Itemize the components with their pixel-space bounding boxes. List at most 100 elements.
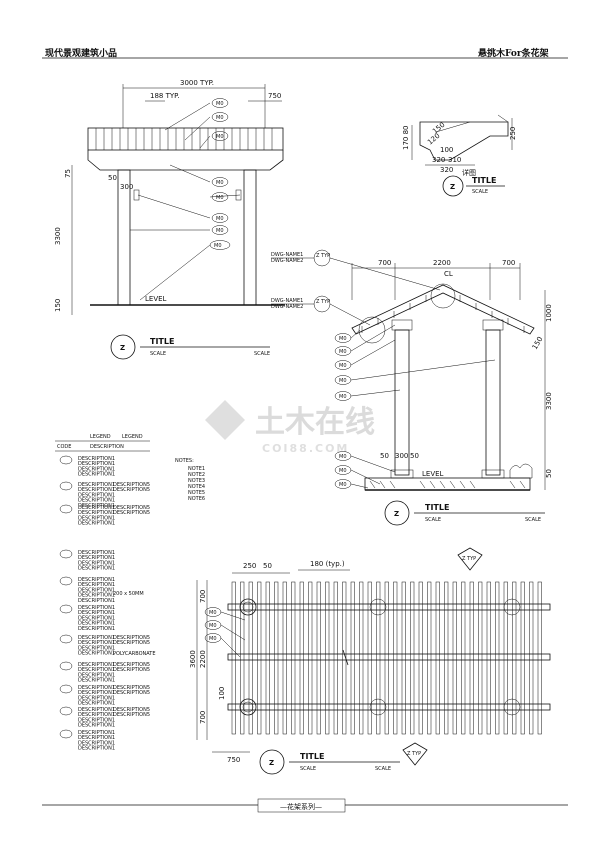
plan-slat [478,581,483,735]
section-dwg-name-3: DWG-NAME1 [271,298,303,304]
plan-slat [265,581,270,735]
plan-slat [240,581,245,735]
legend-row-extra: DESCRIPTION5 [113,482,150,488]
section-ground-hatch [369,480,526,489]
legend-code-icon [59,455,73,465]
section-dim-height: 3300 [545,392,553,410]
detail-title-circle [442,175,464,197]
legend-col-a: LEGEND [90,434,111,440]
section-roof [351,284,535,335]
legend-row-text: DESCRIPTION1 [78,521,115,527]
legend-row-text: DESCRIPTION1 [78,482,115,488]
plan-slat [291,581,296,735]
legend-row-text: DESCRIPTION1 [78,598,115,604]
section-dim-left: 700 [378,259,391,267]
plan-slat [529,581,534,735]
legend-note-2: NOTE2 [188,472,205,478]
legend-row-text: DESCRIPTION1 [78,662,115,668]
legend-code-icon [59,661,73,671]
section-dim-50: 50 [380,452,389,460]
section-dim-base: 50 [545,469,553,478]
legend-row-text: DESCRIPTION1 [78,645,115,651]
plan-slat [503,581,508,735]
section-callouts: M0 M0 M0 M0 M0 M0 M0 M0 [334,324,496,489]
legend-note-5: NOTE5 [188,490,205,496]
legend-code-icon [59,634,73,644]
svg-text:M0: M0 [216,101,224,107]
detail-dim-170-80: 170 80 [402,126,410,151]
elev-dim-top-label: 3000 TYP. [180,79,214,87]
watermark: 土木在线 COI88.COM [205,400,375,455]
legend-row-extra: DESCRIPTION5 [113,505,150,511]
detail-drawing: 170 80 150 250 120 100 320 310 320 详图 Z … [402,114,517,197]
legend-row-text: DESCRIPTION1 [78,678,115,684]
section-title-circle [384,500,410,526]
legend-row-text: DESCRIPTION1 [78,695,115,701]
svg-text:M0: M0 [216,228,224,234]
legend-note-1: NOTE1 [188,466,205,472]
detail-scale: SCALE [472,189,488,195]
plan-dim-2200: 2200 [199,650,207,668]
legend-note-6: NOTE6 [188,496,205,502]
legend-row-text: DESCRIPTION1 [78,651,115,657]
svg-text:M0: M0 [216,134,224,140]
legend-row-extra: DESCRIPTION5 [113,707,150,713]
elev-callouts: M0 M0 M0 M0 M0 M0 M0 M0 [130,98,241,301]
plan-dim-250: 250 [243,562,256,570]
svg-text:M0: M0 [339,378,347,384]
plan-slat [376,581,381,735]
section-shrub [509,463,533,479]
legend-row-text: DESCRIPTION1 [78,701,115,707]
elev-beam [87,150,284,171]
legend-row-text: DESCRIPTION1 [78,560,115,566]
legend-row-text: DESCRIPTION1 [78,503,115,509]
legend-desc-header: DESCRIPTION [90,444,124,450]
plan-slat [427,581,432,735]
legend-row-text: DESCRIPTION1 [78,640,115,646]
section-dim-50b: 50 [410,452,419,460]
legend-note-3: NOTE3 [188,478,205,484]
header-left-title: 现代景观建筑小品 [45,49,118,59]
section-ridge-detail-circle [430,283,456,309]
elev-dim-overhang: 750 [268,92,281,100]
legend-row-text: DESCRIPTION1 [78,505,115,511]
section-tag-top: Z TYP [316,253,330,259]
elev-rafter-band [87,127,284,151]
legend-row-text: DESCRIPTION1 [78,566,115,572]
section-post-right [485,329,501,476]
plan-break-mark [342,649,349,666]
legend-row-text: DESCRIPTION1 [78,667,115,673]
section-level-label: LEVEL [422,470,444,478]
legend-notes-header: NOTES: [175,458,194,464]
svg-text:M0: M0 [339,394,347,400]
elev-dim-base: 150 [54,299,62,312]
legend-code-icon [59,549,73,559]
section-dim-right: 700 [502,259,515,267]
plan-scale-left: SCALE [300,766,316,772]
watermark-sub: COI88.COM [262,442,349,455]
legend-table: LEGEND LEGEND CODE DESCRIPTION NOTES: NO… [55,434,205,752]
section-dim-300: 300 [395,452,408,460]
legend-row-extra: DESCRIPTION5 [113,510,150,516]
plan-section-tag-bottom: Z TYP [407,751,421,757]
plan-slat [469,581,474,735]
plan-slat [495,581,500,735]
plan-slat [418,581,423,735]
legend-row-text: DESCRIPTION1 [78,498,115,504]
plan-slat [410,581,415,735]
detail-caption: 详图 [462,168,476,177]
detail-title: TITLE [472,176,496,185]
plan-slat [367,581,372,735]
legend-row-text: DESCRIPTION1 [78,492,115,498]
plan-posts [239,598,521,716]
legend-row-text: DESCRIPTION1 [78,621,115,627]
plan-section-tag-bottom-icon [402,742,428,766]
legend-row-text: DESCRIPTION1 [78,605,115,611]
legend-row-text: DESCRIPTION1 [78,582,115,588]
legend-row-text: DESCRIPTION1 [78,712,115,718]
legend-extra-material: POLYCARBONATE [113,651,156,657]
elev-dim-spacing: 188 TYP. [150,92,180,100]
plan-slat [461,581,466,735]
legend-code-header: CODE [57,444,71,450]
